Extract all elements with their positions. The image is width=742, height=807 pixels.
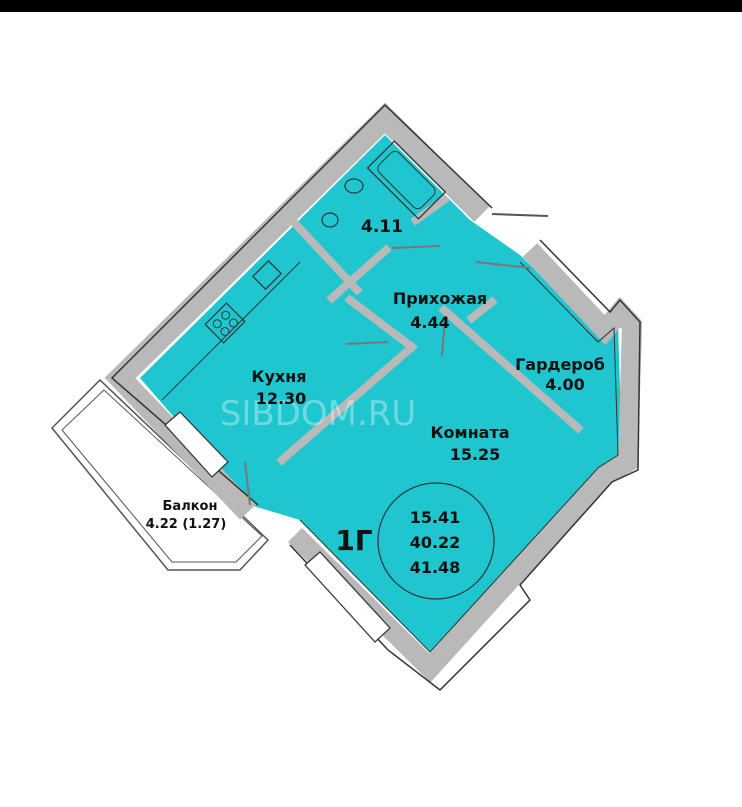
kitchen-window bbox=[164, 411, 229, 478]
bathtub-icon bbox=[366, 140, 447, 220]
room-area: 15.25 bbox=[450, 445, 501, 464]
outer-wall-right bbox=[287, 243, 643, 683]
living-area: 15.41 bbox=[410, 508, 461, 527]
room-name: Комната bbox=[430, 423, 509, 442]
balcony-area: 4.22 (1.27) bbox=[146, 517, 227, 532]
totals-circle bbox=[377, 482, 495, 600]
kitchen-name: Кухня bbox=[251, 367, 306, 386]
outer-wall-outline-right bbox=[299, 261, 619, 653]
top-bar bbox=[0, 0, 742, 12]
total-area-with-balcony: 41.48 bbox=[410, 558, 461, 577]
apartment-type: 1Г bbox=[335, 524, 372, 557]
toilet-icon bbox=[321, 212, 339, 228]
hallway-name: Прихожая bbox=[393, 289, 487, 308]
outer-wall-outline-outer bbox=[289, 239, 641, 691]
door-leaves bbox=[244, 245, 531, 506]
interior-walls bbox=[276, 194, 584, 466]
sink-icon bbox=[344, 178, 364, 194]
hallway-area: 4.44 bbox=[410, 313, 449, 332]
kitchen-sink-icon bbox=[252, 260, 282, 290]
bathroom-area: 4.11 bbox=[361, 217, 403, 237]
bath-door-leaf bbox=[491, 213, 549, 217]
total-area: 40.22 bbox=[410, 533, 461, 552]
balcony-name: Балкон bbox=[163, 499, 218, 514]
wardrobe-area: 4.00 bbox=[545, 375, 584, 394]
stove-icon bbox=[204, 302, 246, 344]
watermark: SIBDOM.RU bbox=[220, 394, 417, 434]
kitchen-area: 12.30 bbox=[256, 389, 307, 408]
room-window bbox=[304, 551, 391, 643]
wardrobe-name: Гардероб bbox=[515, 355, 605, 374]
kitchen-counter-line bbox=[161, 261, 301, 401]
